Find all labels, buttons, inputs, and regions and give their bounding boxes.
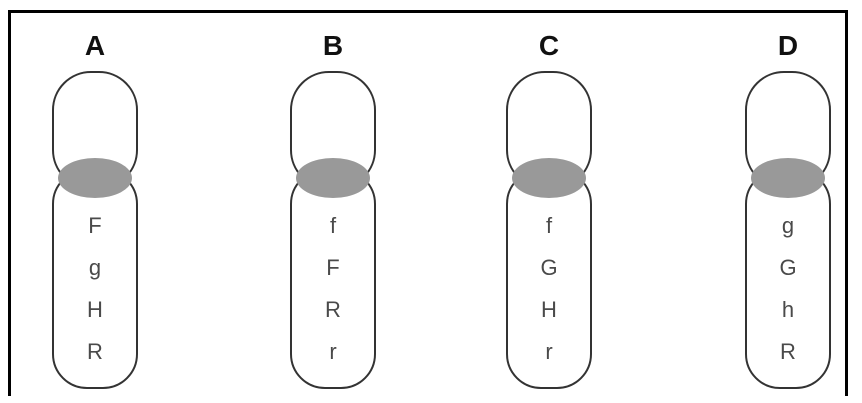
gene: F	[326, 255, 340, 280]
gene: r	[329, 339, 337, 364]
chromosome-label: A	[84, 30, 106, 61]
gene-list: g G h R	[738, 205, 838, 373]
gene: h	[781, 297, 795, 322]
chromosome-label: D	[777, 30, 799, 61]
gene-list: f F R r	[283, 205, 383, 373]
chromosome-shape	[506, 71, 592, 389]
gene: H	[541, 297, 557, 322]
chromosome-d: D g G h R	[738, 30, 838, 390]
chromosome-a: A F g H R	[45, 30, 145, 390]
centromere	[58, 158, 132, 198]
gene: G	[779, 255, 797, 280]
gene-list: f G H r	[499, 205, 599, 373]
gene: R	[325, 297, 341, 322]
chromosome-label: B	[322, 30, 344, 61]
chromosome-shape	[52, 71, 138, 389]
chromosome-label: C	[538, 30, 560, 61]
chromosome-shape	[290, 71, 376, 389]
centromere	[751, 158, 825, 198]
gene: g	[781, 213, 795, 238]
gene: f	[545, 213, 553, 238]
gene: R	[87, 339, 103, 364]
chromosome-shape	[745, 71, 831, 389]
centromere	[296, 158, 370, 198]
gene: f	[329, 213, 337, 238]
centromere	[512, 158, 586, 198]
gene: F	[88, 213, 102, 238]
figure-frame	[8, 10, 848, 396]
gene-list: F g H R	[45, 205, 145, 373]
gene: g	[88, 255, 102, 280]
chromosome-c: C f G H r	[499, 30, 599, 390]
gene: H	[87, 297, 103, 322]
gene: G	[540, 255, 558, 280]
chromosome-b: B f F R r	[283, 30, 383, 390]
gene: r	[545, 339, 553, 364]
gene: R	[780, 339, 796, 364]
